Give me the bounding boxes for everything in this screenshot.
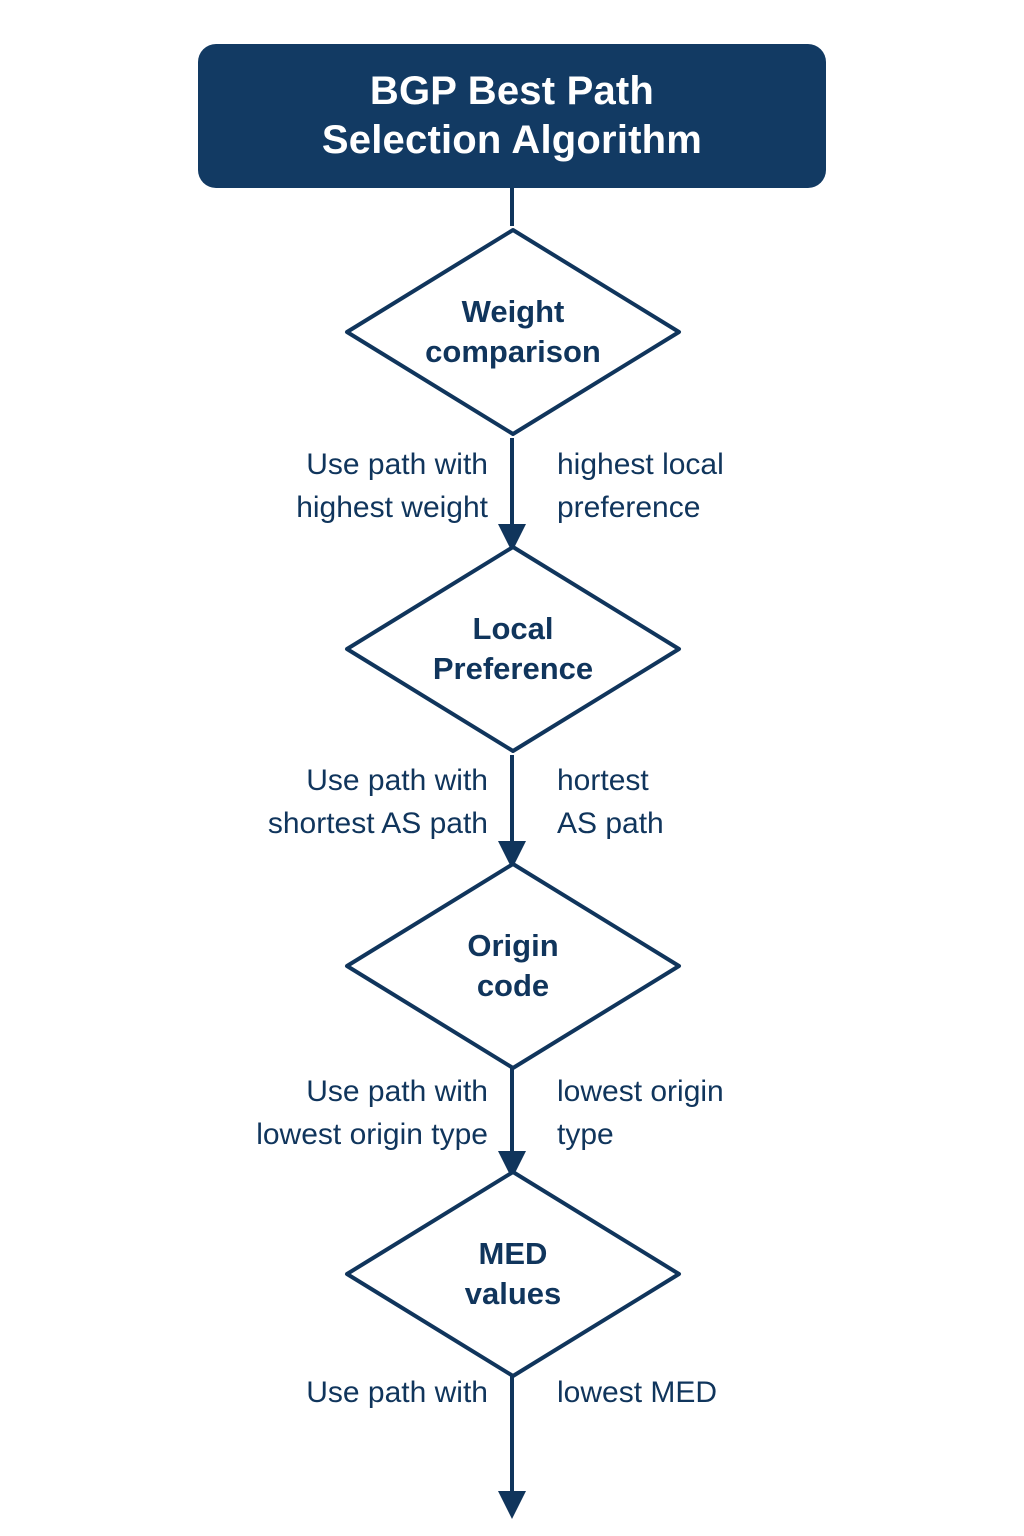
edge-label-med-right: lowest MED (557, 1376, 718, 1409)
edge-label-origin-right: lowest origin type (557, 1075, 724, 1151)
edge-label-localpref-right: hortest AS path (557, 764, 664, 840)
edge-label-weight-right: highest local preference (557, 448, 724, 524)
diamond-shape (345, 228, 681, 436)
edge-label-med-left: Use path with (306, 1376, 488, 1409)
decision-node-med-values[interactable]: MED values (343, 1168, 683, 1380)
edge-label-localpref-left: Use path with shortest AS path (267, 764, 488, 840)
decision-node-weight[interactable]: Weight comparison (343, 226, 683, 438)
diamond-shape (345, 1170, 681, 1378)
diagram-title-box: BGP Best Path Selection Algorithm (198, 44, 826, 188)
decision-node-local-preference[interactable]: Local Preference (343, 543, 683, 755)
diagram-title: BGP Best Path Selection Algorithm (321, 69, 703, 162)
edge-label-origin-left: Use path with lowest origin type (256, 1075, 488, 1151)
diamond-shape (345, 545, 681, 753)
decision-node-origin-code[interactable]: Origin code (343, 860, 683, 1072)
edge-label-weight-left: Use path with highest weight (296, 448, 488, 524)
diamond-shape (345, 862, 681, 1070)
